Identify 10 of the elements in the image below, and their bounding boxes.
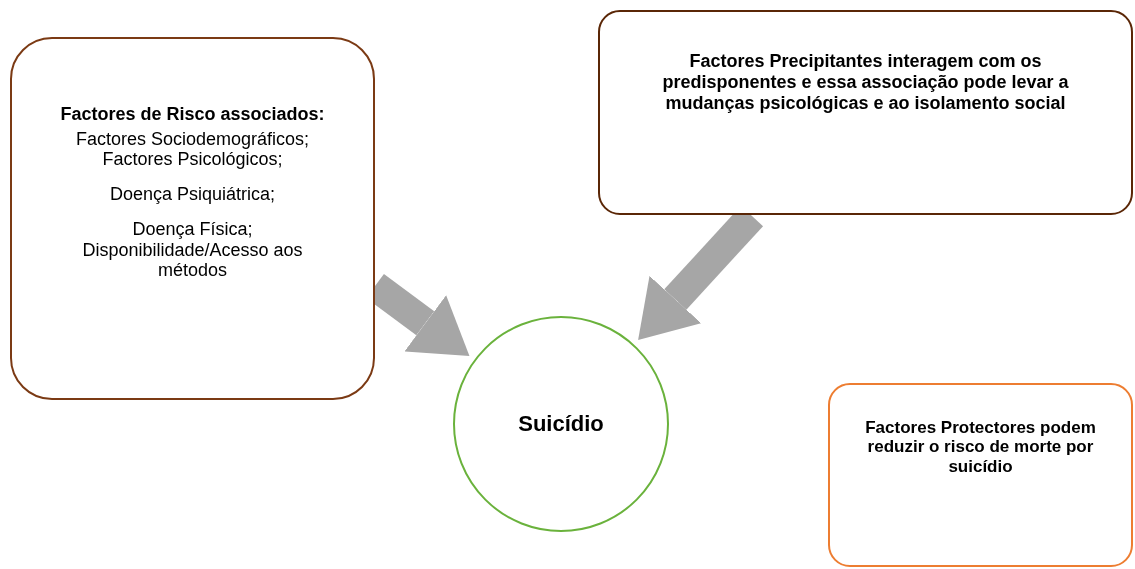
text-box [828,383,1133,567]
node-text: Suicídio [518,411,604,437]
text-box [10,37,375,400]
node-text: Doença Física; Disponibilidade/Acesso aos métodos [81,218,304,281]
node-text: Factores Sociodemográficos; Factores Psicológicos; [74,128,311,171]
node-text: Factores Protectores podem reduzir o risco de morte por suicídio [864,417,1097,477]
heading: Factores de Risco associados: [60,104,325,125]
node-text: Doença Psiquiátrica; [109,184,276,205]
text-box [598,10,1133,215]
node-text: Factores Precipitantes interagem com os predisponentes e essa associação pode levar a mudanças psicológicas e ao isolamento social [661,51,1070,114]
